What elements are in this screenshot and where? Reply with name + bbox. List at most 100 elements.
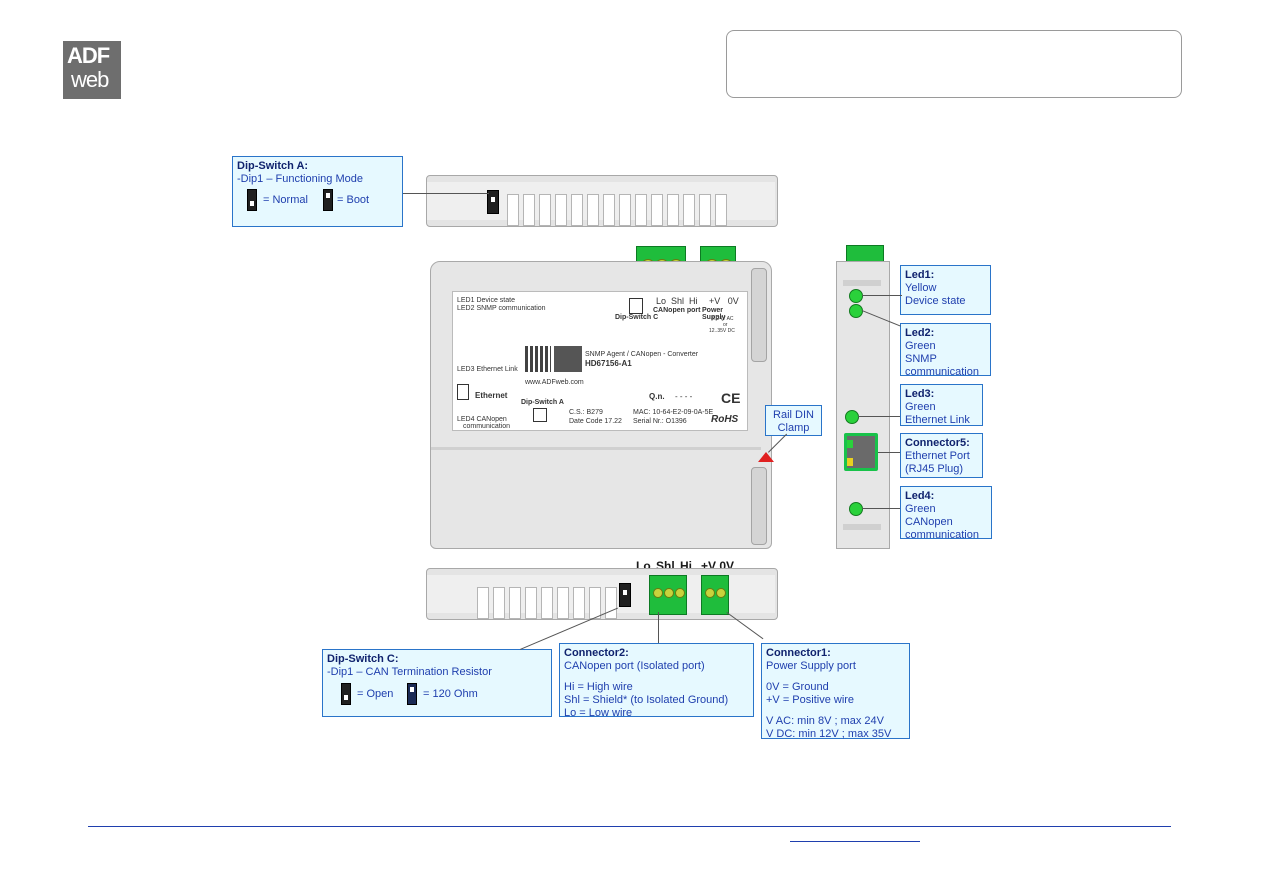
label-ethernet: Ethernet: [475, 391, 508, 400]
connector1-title: Connector1:: [766, 647, 831, 659]
connector1-vdc: V DC: min 12V ; max 35V: [766, 728, 892, 740]
connector5-title: Connector5:: [905, 437, 970, 449]
dip-switch-a-boot: = Boot: [337, 194, 370, 206]
label-pwr-pins: +V 0V: [709, 296, 739, 306]
label-url: www.ADFweb.com: [525, 379, 584, 386]
dip-open-icon: [341, 683, 351, 705]
label-led2: LED2 SNMP communication: [457, 305, 546, 312]
connector1-callout: Connector1: Power Supply port 0V = Groun…: [761, 643, 910, 740]
leader-connector2: [658, 612, 659, 643]
led4-l2: CANopen: [905, 516, 953, 528]
connector1-sub: Power Supply port: [766, 660, 856, 672]
dip-switch-a-title: Dip-Switch A:: [237, 160, 309, 172]
label-pwr-dc: 12..35V DC: [709, 328, 735, 334]
dip-switch-a-normal: = Normal: [263, 194, 308, 206]
leader-led4: [862, 508, 900, 509]
connector1-vac: V AC: min 8V ; max 24V: [766, 715, 884, 727]
connector5-callout: Connector5: Ethernet Port (RJ45 Plug): [900, 433, 983, 478]
led4-callout: Led4: Green CANopen communication: [900, 486, 992, 541]
label-product: SNMP Agent / CANopen - Converter: [585, 351, 699, 358]
label-led3: LED3 Ethernet Link: [457, 366, 518, 373]
top-view-device: [426, 175, 778, 227]
connector2-shl: Shl = Shield* (to Isolated Ground): [564, 694, 729, 706]
connector2-lo: Lo = Low wire: [564, 707, 633, 719]
led3-title: Led3:: [905, 388, 935, 400]
label-can-port: CANopen port: [653, 307, 701, 314]
connector5-l1: Ethernet Port: [905, 450, 970, 462]
label-mac: MAC: 10-64-E2-09-0A-5E: [633, 409, 714, 416]
connector2-sub: CANopen port (Isolated port): [564, 660, 705, 672]
connector2-title: Connector2:: [564, 647, 629, 659]
led1-l1: Yellow: [905, 282, 937, 294]
product-label: LED1 Device state LED2 SNMP communicatio…: [452, 291, 748, 431]
top-dip-switch-a: [487, 190, 499, 214]
dip-switch-c-callout: Dip-Switch C: -Dip1 – CAN Termination Re…: [322, 649, 552, 717]
rj45-port-icon: [844, 433, 878, 471]
rail-din-callout: Rail DIN Clamp: [765, 405, 822, 436]
footer-link-underline: [790, 841, 920, 842]
label-qn: Q.n.: [649, 392, 665, 401]
label-rohs: RoHS: [711, 414, 739, 425]
leader-led3: [858, 416, 900, 417]
dip-switch-a-line1: -Dip1 – Functioning Mode: [237, 173, 363, 185]
bottom-dip-switch-c: [619, 583, 631, 607]
label-ethernet-icon: [457, 384, 469, 400]
label-pwr-port: Power Supply: [702, 307, 726, 321]
logo-text-web: web: [71, 67, 109, 92]
dip-switch-a-callout: Dip-Switch A: -Dip1 – Functioning Mode =…: [232, 156, 403, 227]
led4-icon: [849, 502, 863, 516]
label-led4a: LED4 CANopen: [457, 416, 507, 423]
footer-rule: [88, 826, 1171, 827]
label-code: HD67156-A1: [585, 359, 632, 368]
rail-din-l2: Clamp: [777, 422, 810, 434]
connector5-l2: (RJ45 Plug): [905, 463, 964, 475]
label-dipc-icon: [629, 298, 643, 314]
led3-icon: [845, 410, 859, 424]
led4-l1: Green: [905, 503, 936, 515]
connector2-hi: Hi = High wire: [564, 681, 633, 693]
side-view-device: [836, 261, 890, 549]
dip-switch-c-open: = Open: [357, 688, 394, 700]
led4-l3: communication: [905, 529, 979, 541]
leader-led1: [862, 295, 902, 296]
connector1-gnd: 0V = Ground: [766, 681, 829, 693]
dip-switch-c-ohm: = 120 Ohm: [423, 688, 478, 700]
label-adfweb-logo: [554, 346, 582, 372]
bottom-can-terminal: [649, 575, 687, 615]
rail-din-l1: Rail DIN: [773, 409, 814, 421]
led2-l3: communication: [905, 366, 979, 378]
dip-120ohm-icon: [407, 683, 417, 705]
led1-title: Led1:: [905, 269, 935, 281]
label-cs: C.S.: B279: [569, 409, 603, 416]
label-dipc: Dip-Switch C: [615, 314, 659, 321]
connector2-callout: Connector2: CANopen port (Isolated port)…: [559, 643, 754, 719]
led1-l2: Device state: [905, 295, 966, 307]
led4-title: Led4:: [905, 490, 935, 502]
header-box: [726, 30, 1182, 98]
bottom-view-device: [426, 568, 778, 620]
connector1-pos: +V = Positive wire: [766, 694, 855, 706]
label-pwr-or: or: [723, 322, 728, 328]
label-led4b: communication: [463, 423, 511, 430]
dip-normal-icon: [247, 189, 257, 211]
dip-switch-c-line1: -Dip1 – CAN Termination Resistor: [327, 666, 492, 678]
led3-l1: Green: [905, 401, 936, 413]
label-ce: CE: [721, 390, 741, 406]
label-can-pins: Lo Shl Hi: [656, 296, 698, 306]
label-led1: LED1 Device state: [457, 297, 515, 304]
label-qn-val: - - - -: [675, 392, 693, 401]
led2-l1: Green: [905, 340, 936, 352]
label-serial: Serial Nr.: O1396: [633, 418, 687, 425]
leader-connector5: [878, 452, 900, 453]
led2-callout: Led2: Green SNMP communication: [900, 323, 991, 378]
led3-callout: Led3: Green Ethernet Link: [900, 384, 983, 426]
bottom-power-terminal: [701, 575, 729, 615]
led1-icon: [849, 289, 863, 303]
dip-switch-c-title: Dip-Switch C:: [327, 653, 399, 665]
led1-callout: Led1: Yellow Device state: [900, 265, 991, 315]
label-dipa-icon: [533, 408, 547, 422]
adfweb-logo: ADF web: [63, 41, 121, 99]
rail-clamp-marker: [758, 452, 774, 462]
led2-l2: SNMP: [905, 353, 937, 365]
label-dipa: Dip-Switch A: [521, 399, 564, 406]
